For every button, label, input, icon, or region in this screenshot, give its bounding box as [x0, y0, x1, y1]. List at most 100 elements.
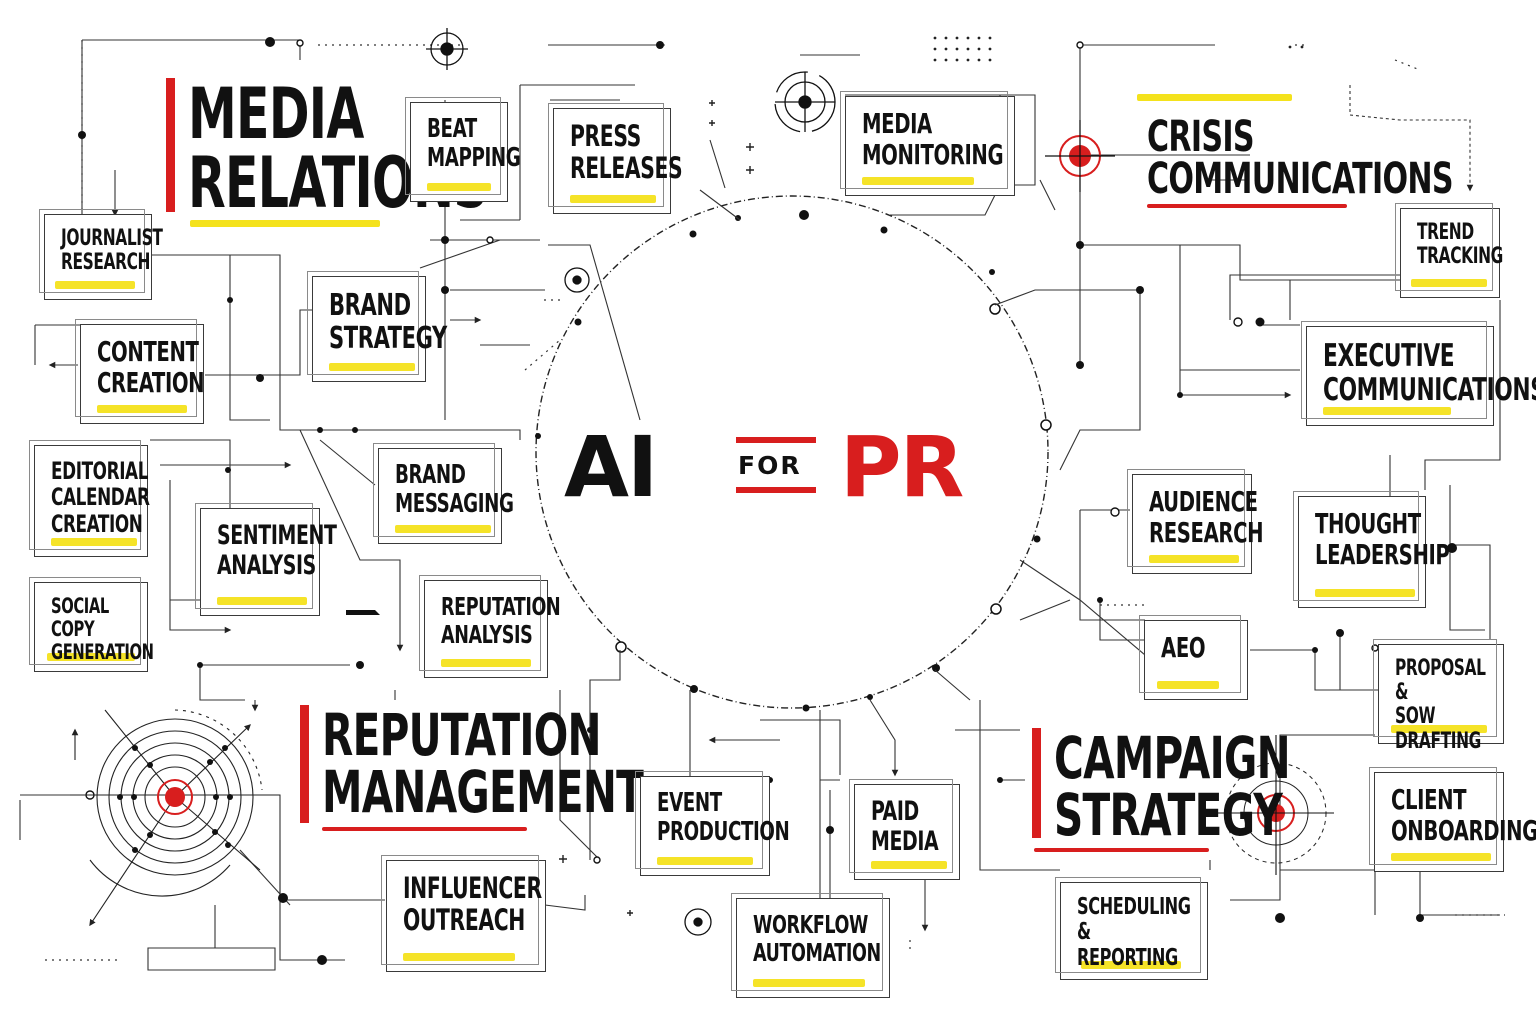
node-label: REPUTATION ANALYSIS: [441, 592, 561, 649]
center-title-ai: AI: [564, 418, 658, 516]
node-label: BRAND MESSAGING: [395, 460, 514, 519]
center-title-pr: PR: [840, 418, 964, 516]
ring-nodes: [535, 210, 1052, 712]
node-journalist-research: JOURNALIST RESEARCH: [39, 209, 163, 300]
node-label: AUDIENCE RESEARCH: [1149, 485, 1264, 549]
node-social-copy-generation: SOCIAL COPY GENERATION: [29, 577, 154, 672]
heading-accent-bar: [300, 705, 309, 823]
node-label: PAID MEDIA: [871, 796, 939, 857]
node-highlight: [1323, 407, 1451, 415]
node-label: SCHEDULING & REPORTING: [1077, 894, 1191, 971]
node-trend-tracking: TREND TRACKING: [1395, 203, 1503, 298]
node-client-onboarding: CLIENT ONBOARDING: [1369, 767, 1536, 872]
node-highlight: [97, 405, 187, 413]
node-brand-strategy: BRAND STRATEGY: [307, 271, 447, 382]
connector-lines: [0, 0, 1501, 971]
center-title-for: FOR: [738, 451, 802, 480]
center-title: AI FOR PR: [560, 425, 1030, 515]
node-highlight: [570, 195, 656, 203]
node-brand-messaging: BRAND MESSAGING: [373, 443, 514, 544]
node-highlight: [55, 281, 135, 289]
node-label: JOURNALIST RESEARCH: [61, 226, 163, 276]
heading-overline: [1137, 94, 1292, 101]
heading-underline: [1147, 204, 1347, 208]
node-label: PROPOSAL & SOW DRAFTING: [1395, 656, 1486, 754]
node-proposal-sow-drafting: PROPOSAL & SOW DRAFTING: [1373, 639, 1504, 753]
node-editorial-calendar-creation: EDITORIAL CALENDAR CREATION: [29, 440, 150, 557]
node-label: EVENT PRODUCTION: [657, 788, 790, 847]
node-beat-mapping: BEAT MAPPING: [405, 97, 521, 202]
node-label: CLIENT ONBOARDING: [1391, 783, 1536, 847]
node-label: TREND TRACKING: [1417, 220, 1503, 270]
dot-grid: [933, 36, 1304, 62]
node-aeo: AEO: [1139, 615, 1248, 700]
node-label: EXECUTIVE COMMUNICATIONS: [1323, 338, 1536, 409]
node-label: PRESS RELEASES: [570, 119, 683, 185]
red-target-icons: [1045, 120, 1334, 875]
node-scheduling-reporting: SCHEDULING & REPORTING: [1055, 877, 1208, 980]
heading-text: REPUTATION MANAGEMENT: [322, 701, 644, 826]
node-highlight: [51, 538, 137, 546]
node-influencer-outreach: INFLUENCER OUTREACH: [381, 855, 546, 972]
for-bottom-line: [736, 487, 816, 493]
node-highlight: [1391, 725, 1487, 733]
dashed-accents: [45, 40, 1505, 961]
node-highlight: [403, 953, 515, 961]
heading-underline: [1034, 848, 1209, 852]
node-highlight: [1157, 681, 1219, 689]
node-label: INFLUENCER OUTREACH: [403, 871, 542, 937]
heading-underline: [190, 220, 380, 227]
node-highlight: [1391, 853, 1491, 861]
marker-flag: [346, 610, 380, 615]
node-label: WORKFLOW AUTOMATION: [753, 910, 881, 967]
node-highlight: [1315, 589, 1415, 597]
node-label: BRAND STRATEGY: [329, 288, 447, 356]
radar-ticks: [117, 745, 233, 853]
node-reputation-analysis: REPUTATION ANALYSIS: [419, 575, 561, 678]
heading-underline: [322, 827, 527, 831]
node-highlight: [1411, 279, 1487, 287]
node-label: AEO: [1161, 631, 1206, 664]
node-content-creation: CONTENT CREATION: [75, 319, 205, 424]
heading-text: CAMPAIGN STRATEGY: [1054, 724, 1291, 849]
node-highlight: [753, 979, 865, 987]
node-audience-research: AUDIENCE RESEARCH: [1127, 469, 1264, 574]
node-highlight: [657, 857, 753, 865]
node-highlight: [871, 861, 947, 869]
central-ring: [535, 195, 1049, 709]
heading-text: CRISIS COMMUNICATIONS: [1147, 112, 1454, 205]
node-label: EDITORIAL CALENDAR CREATION: [51, 457, 150, 538]
node-workflow-automation: WORKFLOW AUTOMATION: [731, 893, 890, 998]
node-label: MEDIA MONITORING: [862, 107, 1004, 171]
node-press-releases: PRESS RELEASES: [548, 103, 683, 214]
node-highlight: [441, 659, 531, 667]
node-executive-communications: EXECUTIVE COMMUNICATIONS: [1301, 321, 1536, 426]
node-highlight: [217, 597, 307, 605]
node-media-monitoring: MEDIA MONITORING: [840, 91, 1015, 196]
heading-media-relations: MEDIA RELATIONS: [166, 78, 489, 238]
node-highlight: [329, 363, 415, 371]
heading-campaign-strategy: CAMPAIGN STRATEGY: [1032, 728, 1291, 858]
node-label: CONTENT CREATION: [97, 335, 205, 399]
node-highlight: [1149, 555, 1239, 563]
target-icons: [426, 28, 836, 936]
node-highlight: [427, 183, 491, 191]
node-label: SOCIAL COPY GENERATION: [51, 594, 154, 665]
node-label: THOUGHT LEADERSHIP: [1315, 507, 1450, 571]
node-label: SENTIMENT ANALYSIS: [217, 520, 337, 581]
radar-target: [70, 709, 280, 927]
heading-reputation-management: REPUTATION MANAGEMENT: [300, 705, 644, 835]
node-highlight: [395, 525, 491, 533]
plus-marks: [559, 100, 754, 916]
heading-accent-bar: [1032, 728, 1041, 838]
node-thought-leadership: THOUGHT LEADERSHIP: [1293, 491, 1450, 608]
heading-accent-bar: [166, 78, 175, 212]
node-event-production: EVENT PRODUCTION: [635, 771, 790, 876]
node-highlight: [1081, 961, 1181, 969]
heading-crisis-communications: CRISIS COMMUNICATIONS: [1135, 92, 1454, 222]
node-label: BEAT MAPPING: [427, 114, 521, 173]
node-highlight: [862, 177, 974, 185]
node-paid-media: PAID MEDIA: [849, 779, 960, 880]
for-top-line: [736, 437, 816, 443]
